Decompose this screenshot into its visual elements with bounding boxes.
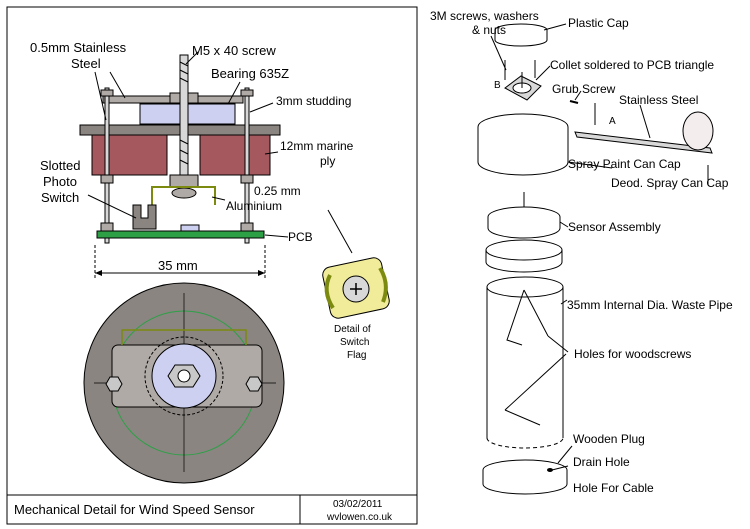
label-flag-3: Flag — [347, 350, 366, 361]
title-block-date: 03/02/2011 — [333, 499, 383, 510]
label-pipe: 35mm Internal Dia. Waste Pipe — [567, 298, 733, 312]
label-holes: Holes for woodscrews — [574, 347, 691, 361]
label-bearing: Bearing 635Z — [211, 66, 289, 81]
label-dimension: 35 mm — [158, 258, 198, 273]
label-sensor: Sensor Assembly — [568, 220, 661, 234]
label-letter-b: B — [494, 80, 501, 91]
label-flag-2: Switch — [340, 337, 369, 348]
label-deod-cap: Deod. Spray Can Cap — [611, 176, 729, 190]
central-screw — [179, 54, 189, 191]
title-block-site: wvlowen.co.uk — [326, 512, 393, 523]
label-photo-3: Switch — [41, 190, 79, 205]
label-collet: Collet soldered to PCB triangle — [550, 58, 714, 72]
label-plastic-cap: Plastic Cap — [568, 16, 629, 30]
label-cable: Hole For Cable — [573, 481, 654, 495]
title-block-title: Mechanical Detail for Wind Speed Sensor — [14, 502, 255, 517]
label-grub: Grub Screw — [552, 82, 616, 96]
switch-flag-detail — [322, 257, 390, 319]
label-alu-2: Aluminium — [226, 199, 282, 213]
label-pcb: PCB — [288, 230, 313, 244]
label-screws-2: & nuts — [472, 23, 506, 37]
label-screws-1: 3M screws, washers — [430, 9, 539, 23]
side-view — [79, 51, 353, 280]
pcb-board — [96, 230, 265, 239]
photo-switch — [132, 204, 157, 230]
exploded-view — [477, 23, 714, 495]
label-letter-a: A — [609, 116, 616, 127]
label-flag-1: Detail of — [334, 324, 371, 335]
label-plug: Wooden Plug — [573, 432, 645, 446]
top-view — [83, 282, 285, 484]
label-stainless-2: Steel — [71, 56, 101, 71]
marine-ply-right — [199, 134, 271, 176]
deod-cap — [682, 111, 714, 151]
lower-nut — [169, 174, 199, 188]
label-stainless-steel: Stainless Steel — [619, 93, 698, 107]
marine-ply-left — [91, 134, 168, 176]
label-drain: Drain Hole — [573, 455, 630, 469]
label-ply-2: ply — [320, 154, 335, 168]
left-panel-frame — [6, 6, 418, 525]
label-stainless-1: 0.5mm Stainless — [30, 40, 127, 55]
label-photo-2: Photo — [43, 174, 77, 189]
label-photo-1: Slotted — [40, 158, 80, 173]
studding-rod-left — [104, 87, 110, 244]
label-spray-cap: Spray Paint Can Cap — [568, 157, 681, 171]
label-ply-1: 12mm marine — [280, 139, 354, 153]
studding-rod-right — [244, 87, 250, 244]
label-studding: 3mm studding — [276, 94, 351, 108]
label-alu-1: 0.25 mm — [254, 184, 301, 198]
label-screw: M5 x 40 screw — [192, 43, 276, 58]
aluminium-flag — [151, 186, 216, 208]
